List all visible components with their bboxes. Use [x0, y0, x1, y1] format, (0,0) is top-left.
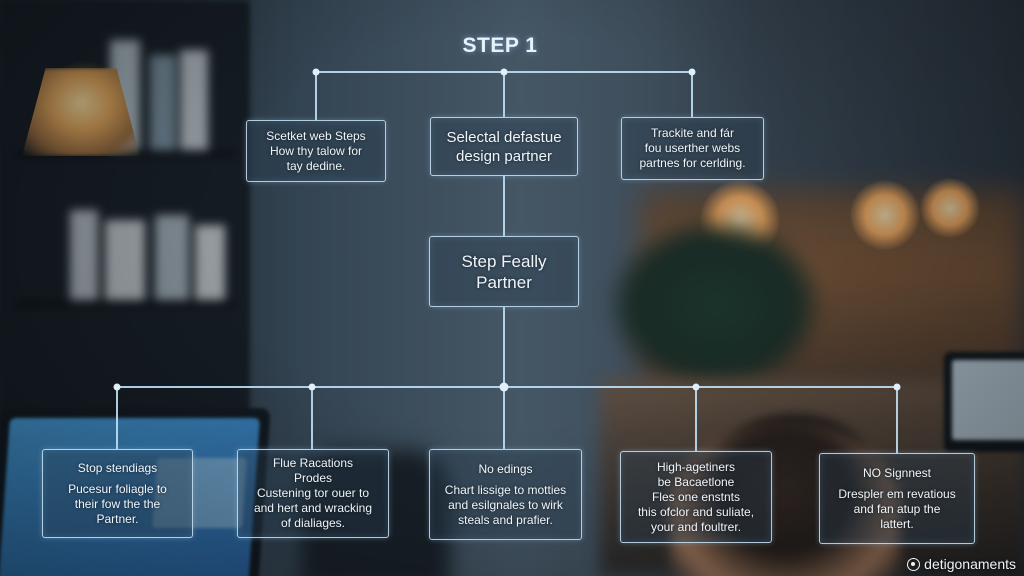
center-box: Step Feally Partner — [429, 236, 579, 307]
top-box-3: Trackite and fár fou userther webs part… — [621, 117, 764, 180]
watermark-text: detigonaments — [924, 556, 1016, 572]
bottom-box-4: High-agetiners be Bacaetlone Fles one en… — [620, 451, 772, 543]
diagram-title: STEP 1 — [462, 34, 538, 57]
bottom-box-1: Stop stendiags Pucesur foliagle to their… — [42, 449, 193, 538]
bottom-box-2: Flue Racations Prodes Custening tor ouer… — [237, 449, 389, 538]
copyright-circle-icon — [907, 557, 921, 571]
watermark: detigonaments — [907, 556, 1016, 572]
bottom-box-3: No edings Chart lissige to motties and e… — [429, 449, 582, 540]
top-box-2: Selectal defastue design partner — [430, 117, 578, 176]
bottom-box-5: NO Signnest Drespler em revatious and fa… — [819, 453, 975, 544]
top-box-1: Scetket web Steps How thy talow for tay … — [246, 120, 386, 182]
